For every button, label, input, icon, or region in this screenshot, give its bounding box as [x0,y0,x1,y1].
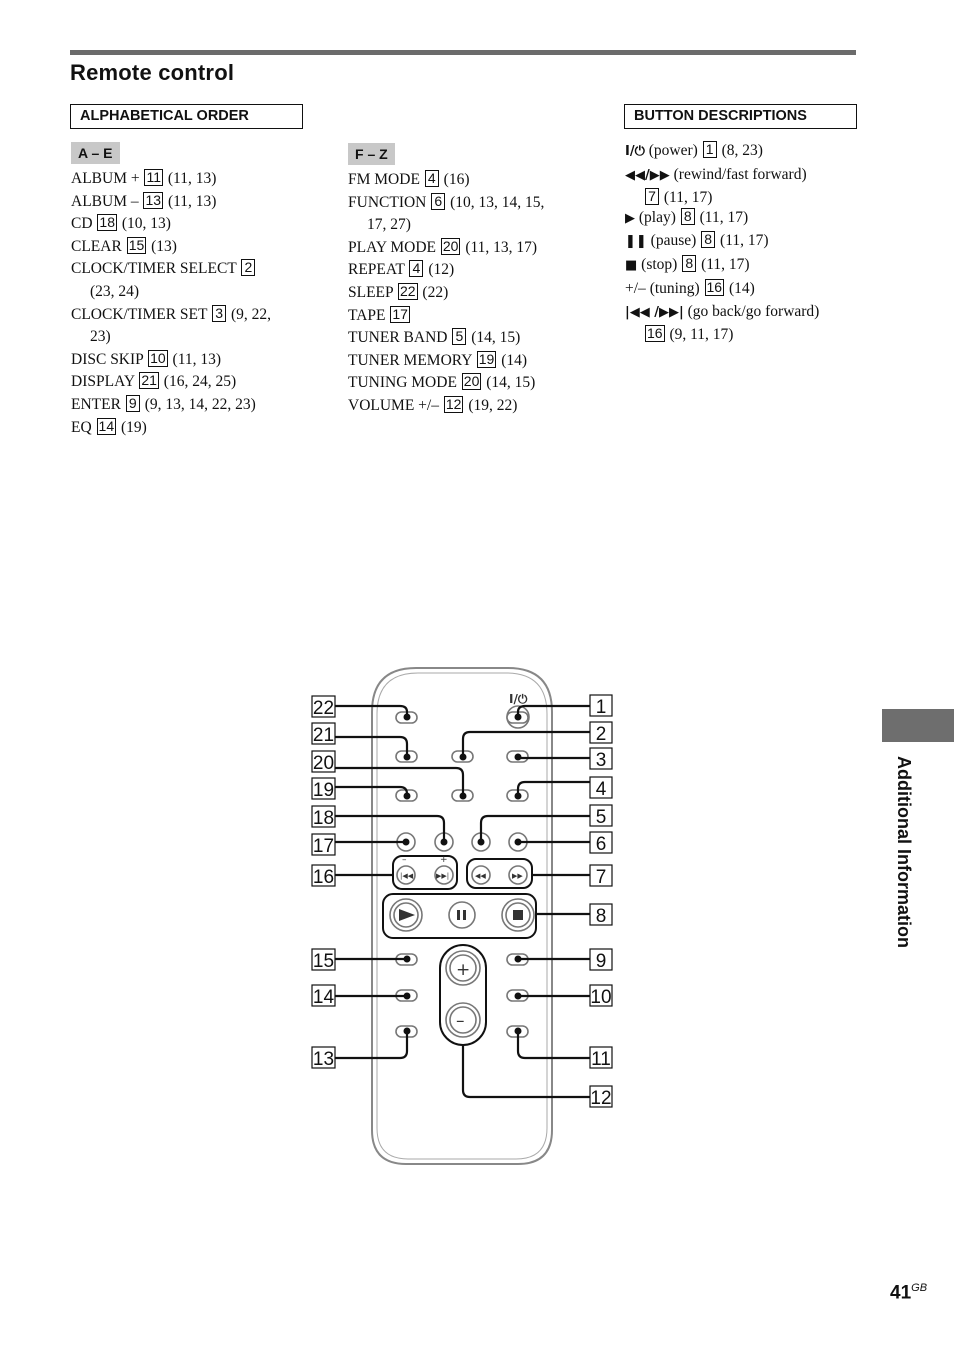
callout-16: 16 [313,867,334,888]
index-entry: TUNING MODE 20 (14, 15) [348,373,536,392]
index-entry-continuation: 23) [90,328,111,346]
skip-back-forward-icon: |◀◀ /▶▶| [625,304,684,320]
index-entry: EQ 14 (19) [71,417,147,436]
header-rule [70,50,856,55]
callout-8: 8 [596,906,607,927]
index-entry: TAPE 17 [348,305,410,324]
callout-3: 3 [596,750,607,771]
callout-18: 18 [313,808,334,829]
index-entry: PLAY MODE 20 (11, 13, 17) [348,237,538,256]
stop-icon: ■ [625,258,638,274]
index-entry: CLEAR 15 (13) [71,236,177,255]
pause-icon: ❚❚ [625,234,647,250]
plus-minus-icon: +/– [625,279,646,297]
svg-text:◀◀: ◀◀ [475,872,486,880]
page-number: 41GB [890,1282,928,1304]
index-entry: ALBUM – 13 (11, 13) [71,191,217,210]
callout-7: 7 [596,867,607,888]
svg-text:+: + [440,855,448,865]
range-a-e-label: A – E [71,142,120,164]
callout-15: 15 [313,951,334,972]
svg-text:–: – [456,1011,465,1031]
svg-text:I/⏻: I/⏻ [509,692,528,706]
section-tab [882,709,954,742]
callout-21: 21 [313,725,334,746]
index-entry: VOLUME +/– 12 (19, 22) [348,395,518,414]
index-entry: ALBUM + 11 (11, 13) [71,169,217,187]
index-entry: SLEEP 22 (22) [348,282,449,301]
index-entry: REPEAT 4 (12) [348,260,455,279]
description-entry: ◀◀/▶▶ (rewind/fast forward) [625,165,807,183]
callout-6: 6 [596,834,607,855]
index-list-a-e: ALBUM + 11 (11, 13) ALBUM – 13 (11, 13) … [71,168,271,439]
callout-11: 11 [591,1049,611,1070]
svg-text:–: – [402,855,407,865]
svg-text:▶▶: ▶▶ [512,872,523,880]
button-descriptions-header: BUTTON DESCRIPTIONS [624,104,857,129]
callout-14: 14 [313,987,335,1008]
callout-13: 13 [313,1049,334,1070]
index-list-f-z: FM MODE 4 (16) FUNCTION 6 (10, 13, 14, 1… [348,169,544,418]
callout-17: 17 [313,836,334,857]
callout-10: 10 [590,987,611,1008]
description-entry: +/– (tuning) 16 (14) [625,278,755,297]
index-entry: TUNER MEMORY 19 (14) [348,350,528,369]
callout-22: 22 [313,698,334,719]
svg-text:|◀◀: |◀◀ [400,872,414,880]
index-entry: CLOCK/TIMER SELECT 2 [71,258,271,281]
callout-12: 12 [590,1088,611,1109]
page-title: Remote control [70,60,235,85]
play-icon: ▶ [625,210,635,226]
index-entry: FM MODE 4 (16) [348,170,470,188]
callout-19: 19 [313,780,334,801]
description-entry: |◀◀ /▶▶| (go back/go forward) [625,302,820,320]
callout-2: 2 [596,724,607,745]
section-tab-label: Additional Information [894,756,914,948]
index-entry: FUNCTION 6 (10, 13, 14, 15, [348,192,545,211]
description-entry: I/⏻ (power) 1 (8, 23) [625,141,763,159]
range-f-z-label: F – Z [348,143,395,165]
callout-20: 20 [313,753,334,774]
rewind-fast-forward-icon: ◀◀/▶▶ [625,167,670,183]
index-entry: CLOCK/TIMER SET 3 (9, 22, [71,304,272,323]
index-entry: ENTER 9 (9, 13, 14, 22, 23) [71,394,256,413]
index-entry: CD 18 (10, 13) [71,214,171,233]
index-entry: TUNER BAND 5 (14, 15) [348,328,521,347]
description-entry-continuation: 7 (11, 17) [625,187,819,207]
description-entry: ❚❚ (pause) 8 (11, 17) [625,231,769,250]
power-icon: I/⏻ [625,144,645,159]
description-entry-continuation: 16 (9, 11, 17) [645,324,734,343]
svg-text:+: + [456,960,470,980]
index-entry: DISC SKIP 10 (11, 13) [71,349,222,368]
callout-1: 1 [596,697,607,718]
description-entry: ▶ (play) 8 (11, 17) [625,207,749,226]
index-entry-continuation: (23, 24) [90,282,140,300]
index-entry: DISPLAY 21 (16, 24, 25) [71,372,237,391]
description-entry: ■ (stop) 8 (11, 17) [625,255,750,274]
svg-text:▶▶|: ▶▶| [436,872,449,880]
callout-4: 4 [596,779,607,800]
index-entry-continuation: 17, 27) [367,216,411,234]
alphabetical-order-header: ALPHABETICAL ORDER [70,104,303,129]
callout-9: 9 [596,951,607,972]
callout-5: 5 [596,807,607,828]
button-descriptions-list: I/⏻ (power) 1 (8, 23) ◀◀/▶▶ (rewind/fast… [625,140,819,344]
